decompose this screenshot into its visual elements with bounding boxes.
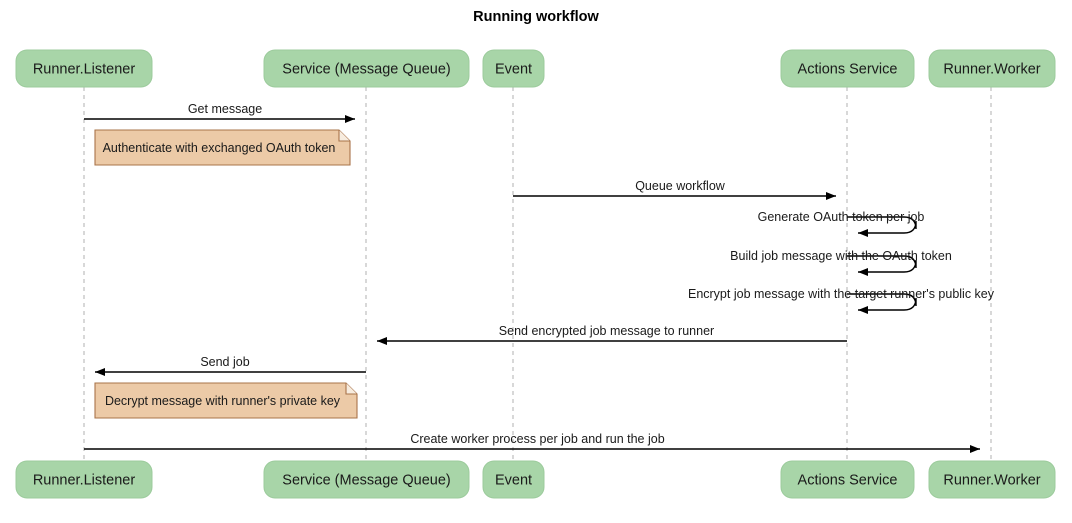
message-label: Send job	[200, 355, 249, 369]
participant-bottom-runner-worker[interactable]: Runner.Worker	[928, 460, 1056, 499]
participant-bottom-runner-listener[interactable]: Runner.Listener	[15, 460, 153, 499]
message-create-worker[interactable]: Create worker process per job and run th…	[84, 432, 980, 453]
message-generate-token[interactable]: Generate OAuth token per job	[758, 210, 925, 237]
participant-bottom-actions-service[interactable]: Actions Service	[780, 460, 915, 499]
note-label: Authenticate with exchanged OAuth token	[103, 141, 336, 155]
participant-bottom-service-mq[interactable]: Service (Message Queue)	[263, 460, 470, 499]
message-label: Create worker process per job and run th…	[410, 432, 664, 446]
participant-label: Runner.Listener	[33, 472, 136, 488]
participant-label: Event	[495, 472, 532, 488]
self-call-arrow	[847, 293, 917, 314]
note-fold-corner-icon	[345, 383, 357, 395]
message-label: Generate OAuth token per job	[758, 210, 925, 224]
message-queue-workflow[interactable]: Queue workflow	[513, 179, 836, 200]
notes-layer: Authenticate with exchanged OAuth tokenD…	[94, 129, 358, 419]
message-label: Get message	[188, 102, 262, 116]
message-label: Queue workflow	[635, 179, 726, 193]
participant-label: Service (Message Queue)	[282, 472, 450, 488]
participant-top-runner-worker[interactable]: Runner.Worker	[928, 49, 1056, 88]
participant-label: Runner.Worker	[943, 61, 1040, 77]
note-decrypt: Decrypt message with runner's private ke…	[94, 382, 358, 419]
note-authenticate: Authenticate with exchanged OAuth token	[94, 129, 351, 166]
note-label: Decrypt message with runner's private ke…	[105, 394, 341, 408]
message-label: Encrypt job message with the target runn…	[688, 287, 995, 301]
diagram-title: Running workflow	[473, 9, 599, 25]
message-send-encrypted[interactable]: Send encrypted job message to runner	[377, 324, 847, 345]
participant-label: Service (Message Queue)	[282, 61, 450, 77]
participant-top-event[interactable]: Event	[482, 49, 545, 88]
participant-top-service-mq[interactable]: Service (Message Queue)	[263, 49, 470, 88]
message-label: Build job message with the OAuth token	[730, 249, 952, 263]
note-fold-corner-icon	[338, 130, 350, 142]
self-call-arrow	[847, 216, 917, 237]
participant-label: Actions Service	[798, 472, 898, 488]
note-body	[94, 382, 358, 419]
participant-bottom-event[interactable]: Event	[482, 460, 545, 499]
message-encrypt-job[interactable]: Encrypt job message with the target runn…	[688, 287, 995, 314]
participant-label: Runner.Worker	[943, 472, 1040, 488]
self-call-arrow	[847, 255, 917, 276]
message-build-job-message[interactable]: Build job message with the OAuth token	[730, 249, 952, 276]
participant-label: Runner.Listener	[33, 61, 136, 77]
message-send-job[interactable]: Send job	[95, 355, 366, 376]
participant-top-actions-service[interactable]: Actions Service	[780, 49, 915, 88]
message-get-message[interactable]: Get message	[84, 102, 355, 123]
lifelines-layer	[83, 87, 992, 461]
note-body	[94, 129, 351, 166]
participant-label: Event	[495, 61, 532, 77]
participant-label: Actions Service	[798, 61, 898, 77]
message-label: Send encrypted job message to runner	[499, 324, 714, 338]
participant-top-runner-listener[interactable]: Runner.Listener	[15, 49, 153, 88]
